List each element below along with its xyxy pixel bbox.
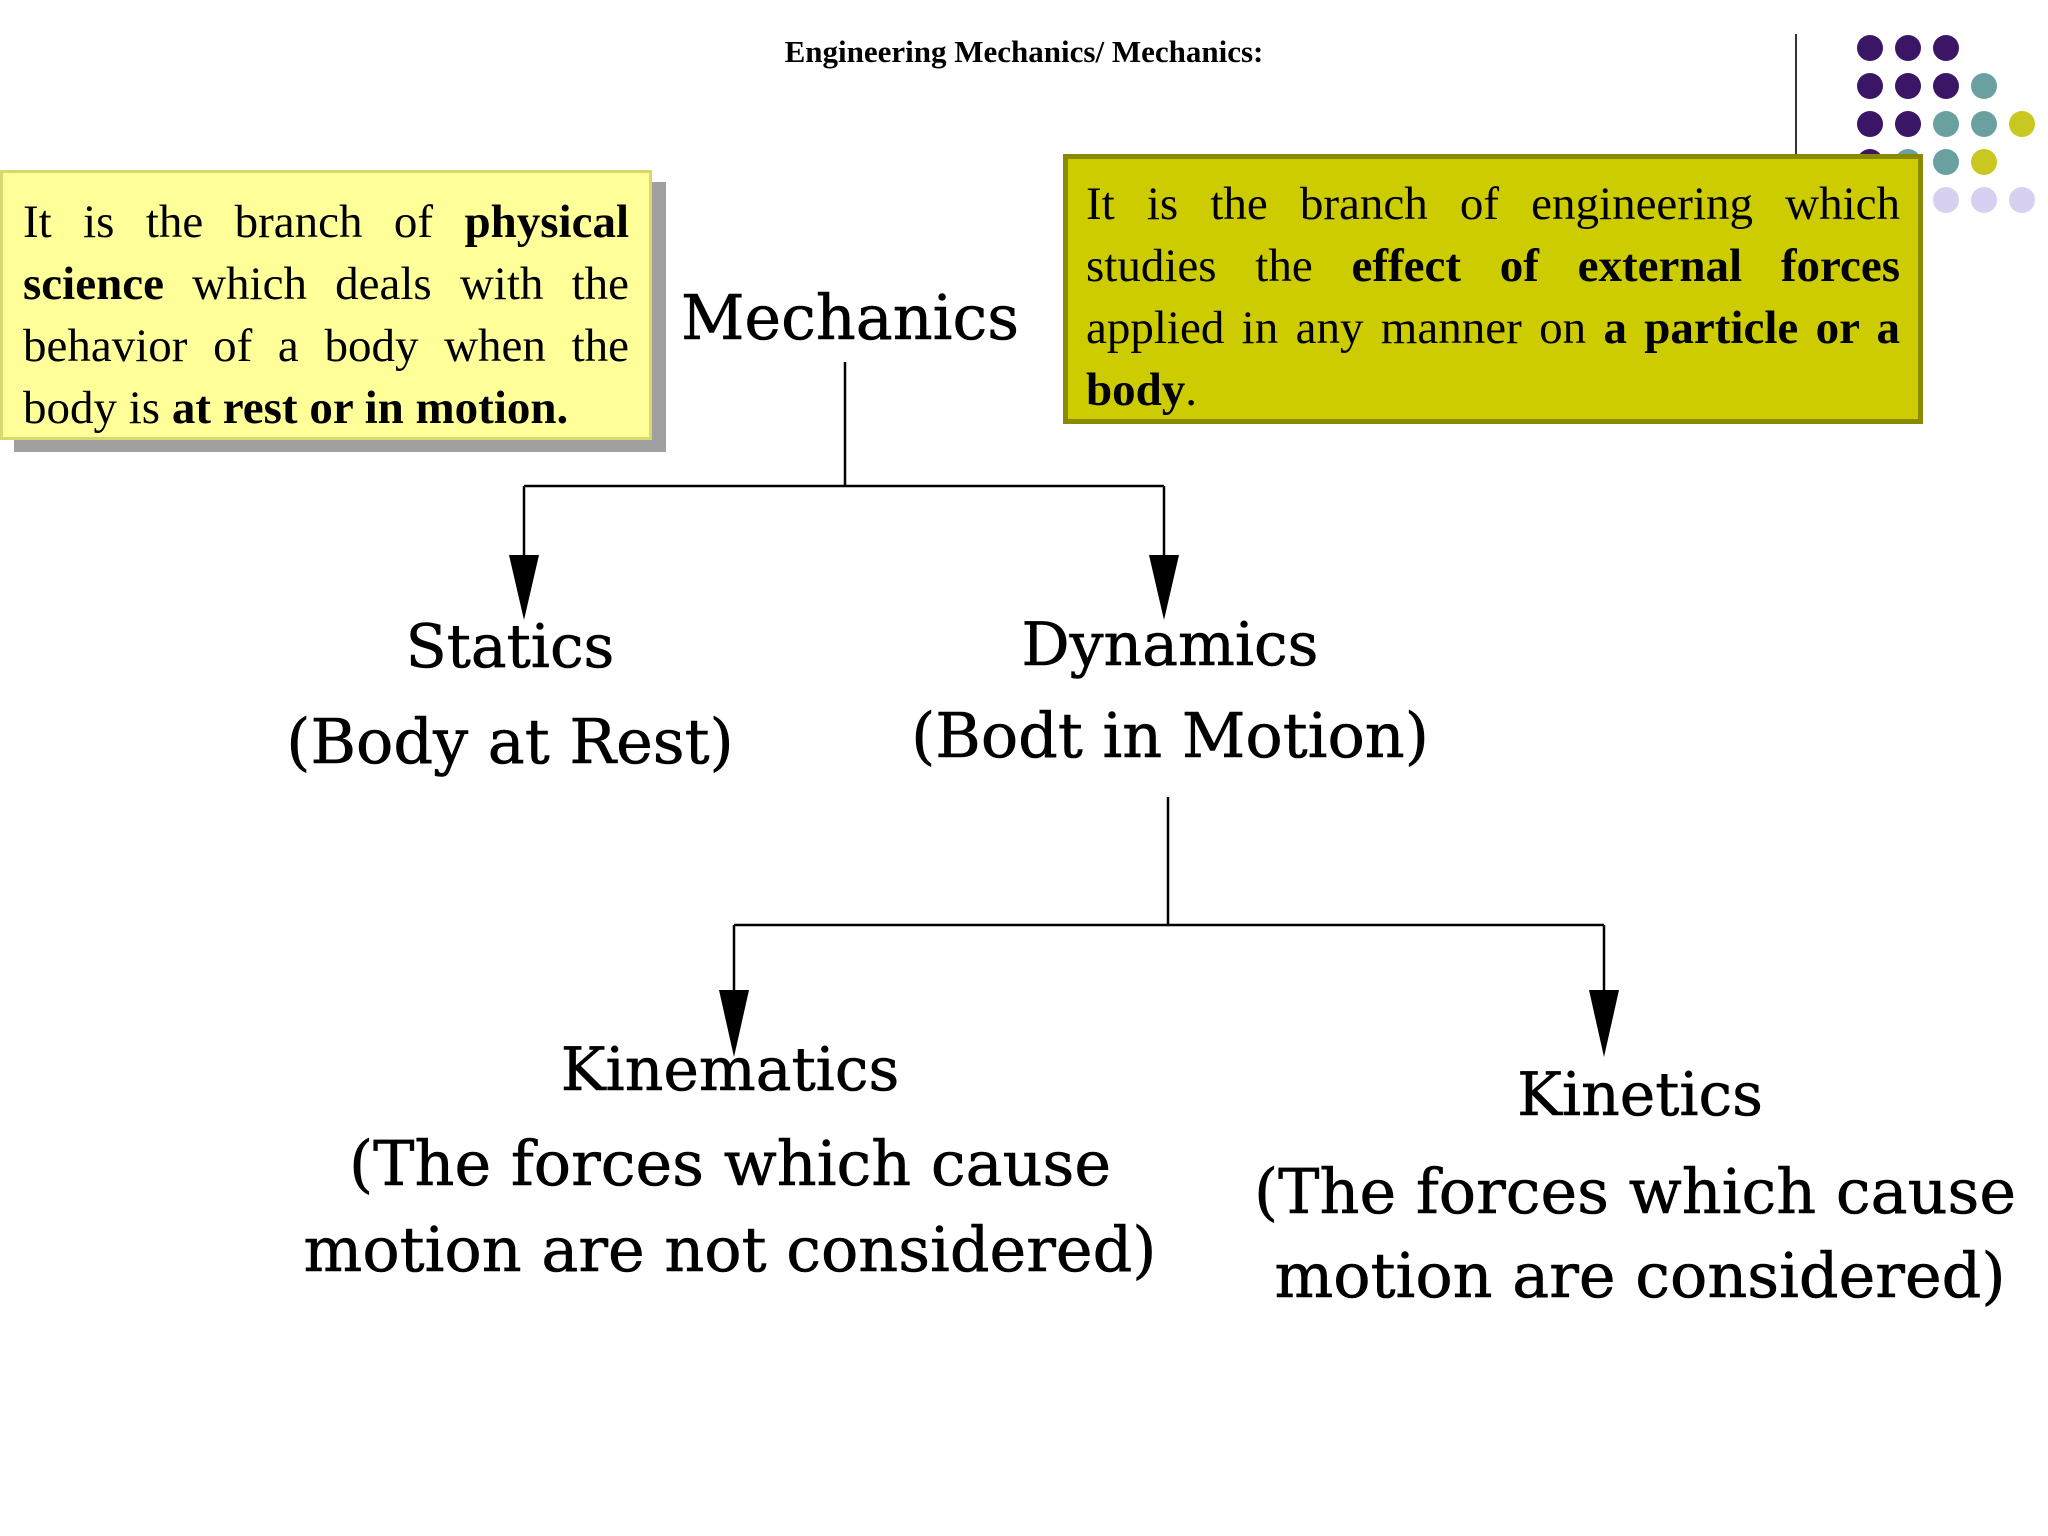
decorative-dot: [1857, 35, 1883, 61]
node-dynamics: Dynamics: [1021, 610, 1319, 681]
node-kinematics-description-line2: motion are not considered): [303, 1213, 1157, 1286]
arrowhead-dynamics: [1149, 555, 1179, 620]
definition-text: .: [1185, 364, 1198, 416]
decorative-dot: [2009, 187, 2035, 213]
definition-bold-text: effect of external forces: [1351, 240, 1900, 292]
arrowhead-kinematics: [719, 990, 749, 1057]
node-statics-description: (Body at Rest): [286, 705, 734, 778]
decorative-dot: [1857, 111, 1883, 137]
decorative-dot: [1971, 111, 1997, 137]
decorative-dot: [1971, 73, 1997, 99]
decorative-dot: [1971, 187, 1997, 213]
definition-text: which deals with the behavior of a body …: [23, 258, 629, 434]
definition-text: It is the branch of engineering which st…: [1086, 178, 1900, 292]
node-kinetics: Kinetics: [1517, 1060, 1763, 1131]
decorative-divider-line: [1795, 34, 1797, 154]
node-mechanics: Mechanics: [680, 281, 1020, 354]
decorative-dot: [1895, 111, 1921, 137]
definition-box-engineering: It is the branch of engineering which st…: [1063, 154, 1923, 424]
node-kinematics-description-line1: (The forces which cause: [348, 1127, 1112, 1200]
decorative-dot: [1933, 111, 1959, 137]
decorative-dot: [1933, 149, 1959, 175]
arrowhead-statics: [509, 555, 539, 620]
node-kinetics-description-line1: (The forces which cause: [1253, 1155, 2017, 1228]
arrowhead-kinetics: [1589, 990, 1619, 1057]
definition-text: It is the branch of: [23, 196, 465, 248]
node-statics: Statics: [405, 612, 615, 683]
definition-box-physical-science: It is the branch of physical science whi…: [0, 170, 652, 440]
decorative-dot: [1895, 35, 1921, 61]
node-kinematics: Kinematics: [560, 1035, 900, 1106]
decorative-dot: [1971, 149, 1997, 175]
node-kinetics-description-line2: motion are considered): [1274, 1239, 2006, 1312]
decorative-dot: [1933, 35, 1959, 61]
decorative-dot: [2009, 111, 2035, 137]
slide-title: Engineering Mechanics/ Mechanics:: [784, 34, 1264, 69]
definition-text: applied in any manner on: [1086, 302, 1604, 354]
node-dynamics-description: (Bodt in Motion): [911, 699, 1429, 772]
definition-bold-text: at rest or in motion.: [171, 382, 569, 434]
definition-bold-text: a particle or a body: [1086, 302, 1900, 416]
decorative-dot: [1933, 73, 1959, 99]
definition-bold-text: physical science: [23, 196, 629, 310]
decorative-dot: [1933, 187, 1959, 213]
decorative-dot: [1857, 73, 1883, 99]
decorative-dot: [1895, 73, 1921, 99]
